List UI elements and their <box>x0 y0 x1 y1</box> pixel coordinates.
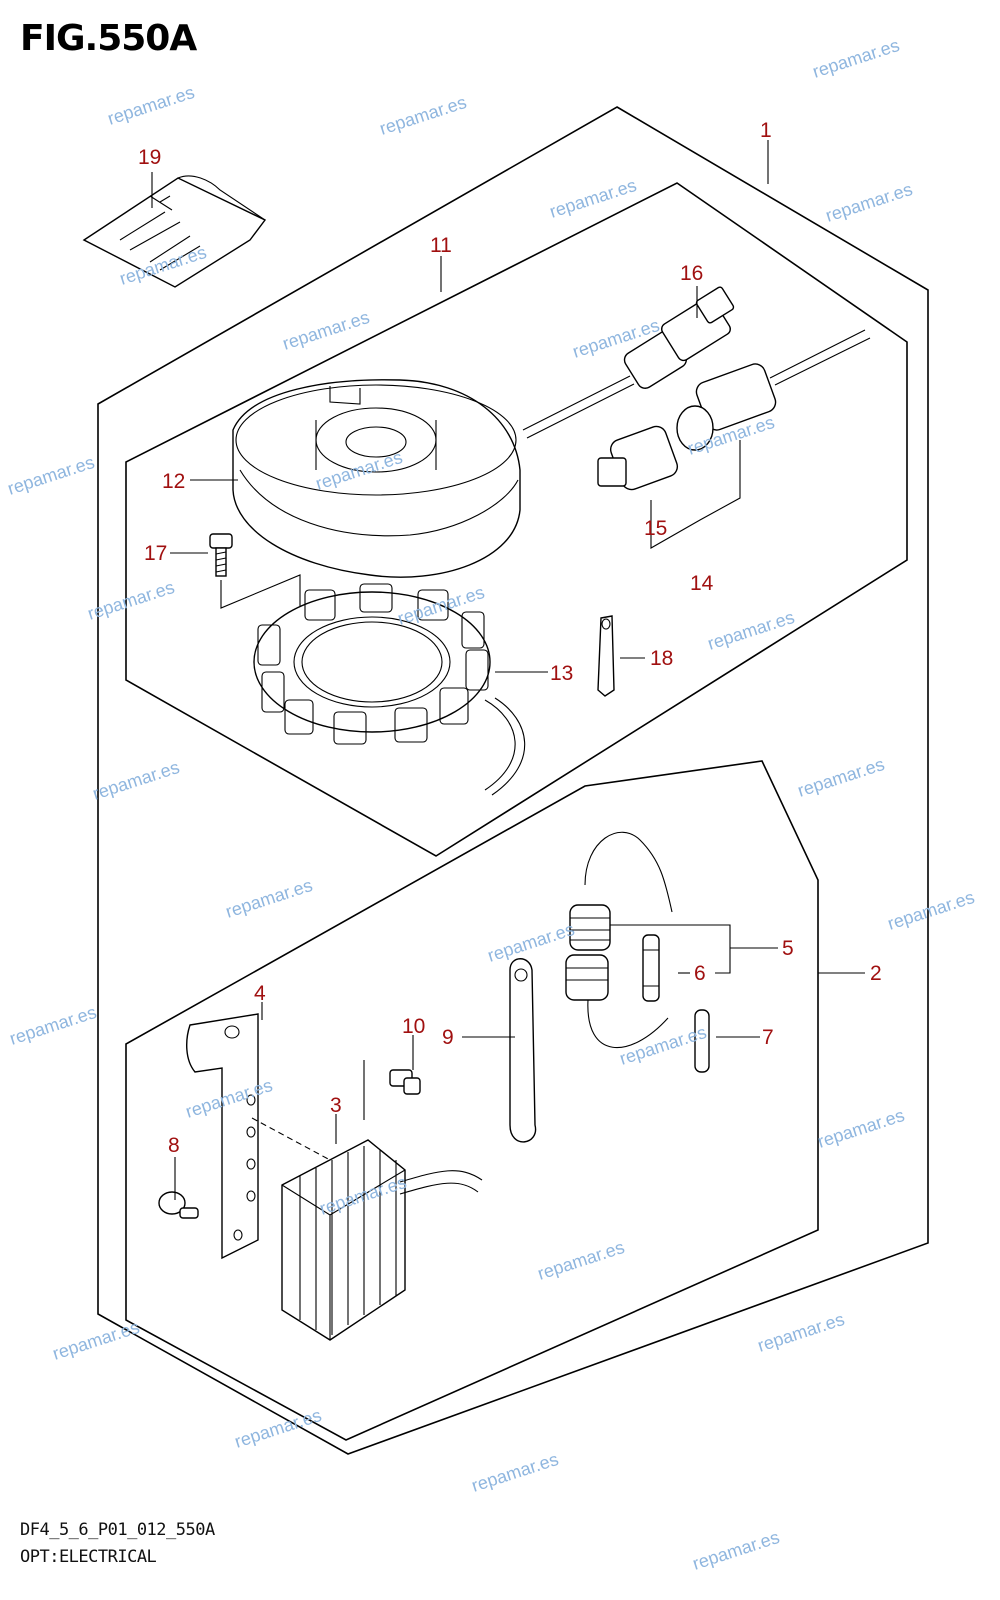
connector-16-part <box>522 286 735 439</box>
watermark-text: repamar.es <box>705 607 797 654</box>
callout-12: 12 <box>162 470 185 493</box>
callout-7: 7 <box>762 1026 774 1049</box>
instruction-bag-part <box>82 175 267 288</box>
clip-18-part <box>597 615 615 697</box>
figure-title: FIG.550A <box>20 18 197 59</box>
watermark-text: repamar.es <box>823 179 915 226</box>
watermark-text: repamar.es <box>105 82 197 129</box>
watermark-text: repamar.es <box>485 919 577 966</box>
leader-lines <box>151 140 865 1200</box>
watermark-text: repamar.es <box>469 1449 561 1496</box>
watermark-text: repamar.es <box>50 1317 142 1364</box>
watermark-text: repamar.es <box>755 1309 847 1356</box>
regulator-part <box>281 1139 483 1341</box>
kit-outline-2 <box>125 760 819 1441</box>
figure-description: OPT:ELECTRICAL <box>20 1547 157 1567</box>
watermark-text: repamar.es <box>815 1105 907 1152</box>
callout-16: 16 <box>680 262 703 285</box>
callout-4: 4 <box>254 982 266 1005</box>
connector-14-part <box>676 329 871 451</box>
callout-9: 9 <box>442 1026 454 1049</box>
fuse-holder-part <box>565 831 673 1049</box>
watermark-text: repamar.es <box>7 1002 99 1049</box>
stator-part <box>253 583 526 796</box>
watermark-text: repamar.es <box>223 875 315 922</box>
callout-6: 6 <box>694 962 706 985</box>
leader-17-13 <box>220 574 301 620</box>
flywheel-part <box>232 379 521 578</box>
watermark-text: repamar.es <box>90 757 182 804</box>
callout-17: 17 <box>144 542 167 565</box>
callout-15: 15 <box>644 517 667 540</box>
callout-2: 2 <box>870 962 882 985</box>
watermark-text: repamar.es <box>795 754 887 801</box>
callout-3: 3 <box>330 1094 342 1117</box>
callout-13: 13 <box>550 662 573 685</box>
callout-18: 18 <box>650 647 673 670</box>
bolt-17-part <box>209 533 233 577</box>
figure-code: DF4_5_6_P01_012_550A <box>20 1520 215 1540</box>
bolt-10-part <box>389 1069 421 1095</box>
callout-14: 14 <box>690 572 714 595</box>
watermark-text: repamar.es <box>377 92 469 139</box>
leader-3-4 <box>251 1117 331 1161</box>
watermark-text: repamar.es <box>535 1237 627 1284</box>
bracket-14-15 <box>650 440 741 549</box>
watermark-text: repamar.es <box>885 887 977 934</box>
kit-outline-11 <box>125 182 908 857</box>
sleeve-part <box>694 1009 710 1073</box>
grommet-part <box>158 1191 199 1219</box>
watermark-text: repamar.es <box>232 1405 324 1452</box>
watermark-text: repamar.es <box>5 452 97 499</box>
watermark-text: repamar.es <box>85 577 177 624</box>
fuse-part <box>642 934 660 1002</box>
callout-labels: 1 2 3 4 5 6 7 8 9 10 11 12 13 14 15 16 1… <box>138 119 882 1157</box>
watermark-text: repamar.es <box>547 175 639 222</box>
callout-5: 5 <box>782 937 794 960</box>
kit-outline-1 <box>97 106 929 1455</box>
callout-8: 8 <box>168 1134 180 1157</box>
connector-15-part <box>597 425 679 491</box>
callout-10: 10 <box>402 1015 425 1038</box>
bracket-part <box>186 1013 259 1260</box>
watermark-text: repamar.es <box>690 1527 782 1574</box>
band-part <box>509 958 537 1143</box>
callout-19: 19 <box>138 146 161 169</box>
watermark-text: repamar.es <box>810 35 902 82</box>
watermark-text: repamar.es <box>280 307 372 354</box>
callout-11: 11 <box>430 234 452 257</box>
callout-1: 1 <box>760 119 772 142</box>
